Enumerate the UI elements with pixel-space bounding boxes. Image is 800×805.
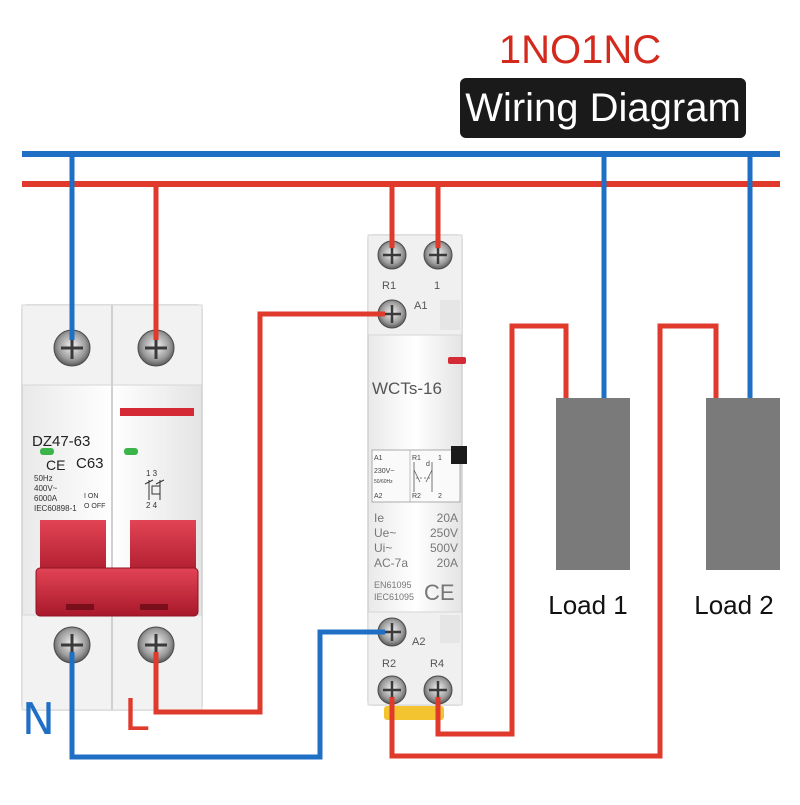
spec-label-1: Ue~ [374, 526, 396, 540]
breaker-off-label: O OFF [84, 503, 105, 510]
wire-r4-to-load1 [435, 323, 569, 737]
contactor-terminal-a1: A1 [414, 300, 427, 312]
spec-value-0: 20A [437, 511, 458, 525]
breaker-spec-3: IEC60898-1 [34, 504, 77, 513]
contactor-terminal-r4: R4 [430, 658, 444, 670]
schematic-voltage: 230V~ [374, 468, 394, 475]
spec-label-2: Ui~ [374, 541, 392, 555]
breaker-screw-l-bottom[interactable] [137, 626, 175, 664]
breaker-screw-n-top[interactable] [53, 329, 91, 367]
wire-live-out-to-a1 [153, 311, 385, 715]
contactor-screw-r2[interactable] [377, 675, 407, 705]
diagram-subtitle: 1NO1NC [498, 28, 662, 72]
breaker-handle[interactable] [35, 567, 199, 617]
neutral-label: N [22, 694, 55, 745]
contactor-terminal-r1: R1 [382, 280, 396, 292]
load-1-box [556, 398, 630, 570]
schematic-r1: R1 [412, 455, 421, 462]
diagram-title-badge: Wiring Diagram [460, 78, 746, 138]
breaker-spec-0: 50Hz [34, 474, 53, 483]
contactor-red-indicator [448, 357, 466, 364]
standard-1: IEC61095 [374, 592, 414, 602]
breaker-model: DZ47-63 [32, 433, 90, 450]
contactor-screw-a2[interactable] [377, 617, 407, 647]
schematic-a1: A1 [374, 455, 383, 462]
breaker-spec-1: 400V~ [34, 484, 58, 493]
breaker-green-indicator-2 [124, 448, 138, 455]
contactor-terminal-1: 1 [434, 280, 440, 292]
neutral-wires [69, 154, 753, 760]
schematic-two: 2 [438, 493, 442, 500]
contactor-terminal-a2: A2 [412, 636, 425, 648]
schematic-freq: 50/60Hz [374, 479, 393, 485]
schematic-r2: R2 [412, 493, 421, 500]
breaker-screw-n-bottom[interactable] [53, 626, 91, 664]
breaker-indicator-stripe [120, 408, 194, 416]
contactor-model: WCTs-16 [372, 379, 442, 398]
spec-value-2: 500V [430, 541, 458, 555]
contactor-screw-r4[interactable] [423, 675, 453, 705]
circuit-breaker [21, 304, 203, 711]
breaker-switch-symbol [144, 479, 165, 500]
breaker-rating: C63 [76, 455, 104, 472]
contactor-terminal-r2: R2 [382, 658, 396, 670]
wire-r2-to-load2 [389, 323, 719, 759]
load-2-box [706, 398, 780, 570]
spec-value-3: 20A [437, 556, 458, 570]
spec-label-3: AC-7a [374, 556, 408, 570]
schematic-d: d [426, 461, 430, 468]
live-label: L [124, 690, 149, 741]
load-1-label: Load 1 [548, 590, 628, 620]
schematic-one: 1 [438, 455, 442, 462]
spec-label-0: Ie [374, 511, 384, 525]
wire-neutral-out-to-a2 [69, 629, 385, 760]
breaker-ce-mark: CE [46, 457, 65, 473]
breaker-green-indicator-1 [40, 448, 54, 455]
live-wires [153, 184, 719, 759]
contactor-screw-1[interactable] [423, 240, 453, 270]
breaker-pole-top: 1 3 [146, 469, 158, 478]
breaker-on-label: I ON [84, 493, 98, 500]
load-2-label: Load 2 [694, 590, 774, 620]
spec-value-1: 250V [430, 526, 458, 540]
contactor-yellow-strip [384, 706, 444, 720]
schematic-a2: A2 [374, 493, 383, 500]
breaker-pole-bottom: 2 4 [146, 501, 158, 510]
contactor-ce-mark: CE [424, 580, 455, 605]
standard-0: EN61095 [374, 580, 412, 590]
contactor-schematic-box [371, 449, 461, 503]
breaker-spec-2: 6000A [34, 494, 58, 503]
